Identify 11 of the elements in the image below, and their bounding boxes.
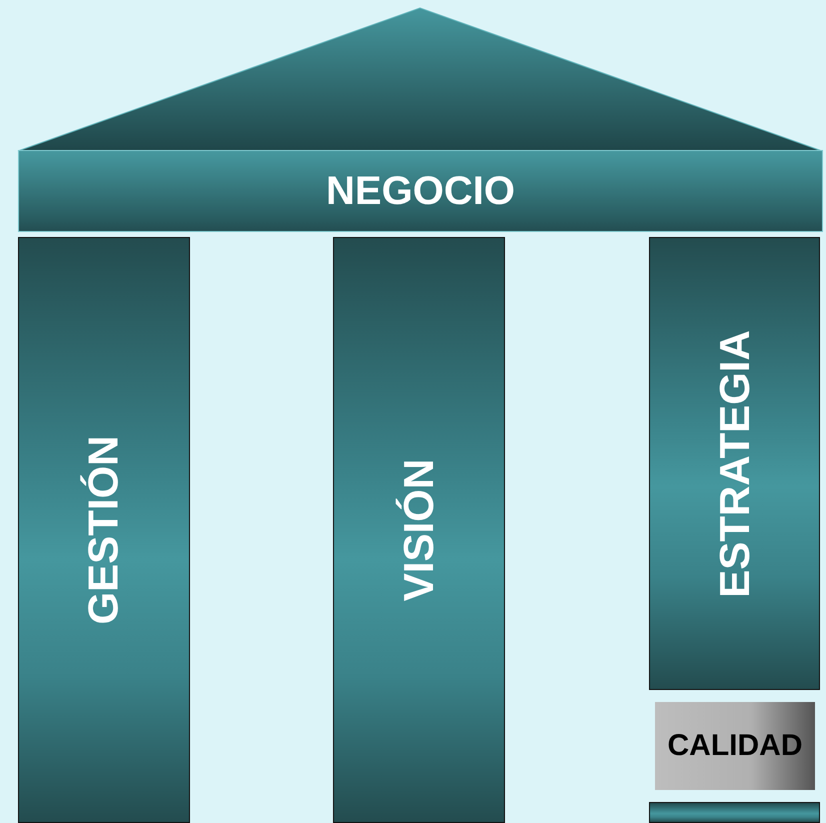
pillar-label: VISIÓN [395,458,443,602]
pillar [333,237,505,823]
pillar [649,237,820,690]
pillar-label: ESTRATEGIA [710,330,758,598]
label: CALIDAD [668,729,802,763]
quality-block [655,702,815,790]
entablature-band [18,150,823,232]
label: NEGOCIO [326,168,515,214]
pillar [18,237,190,823]
pillar-base [649,802,820,823]
pillar-label: GESTIÓN [80,435,128,625]
